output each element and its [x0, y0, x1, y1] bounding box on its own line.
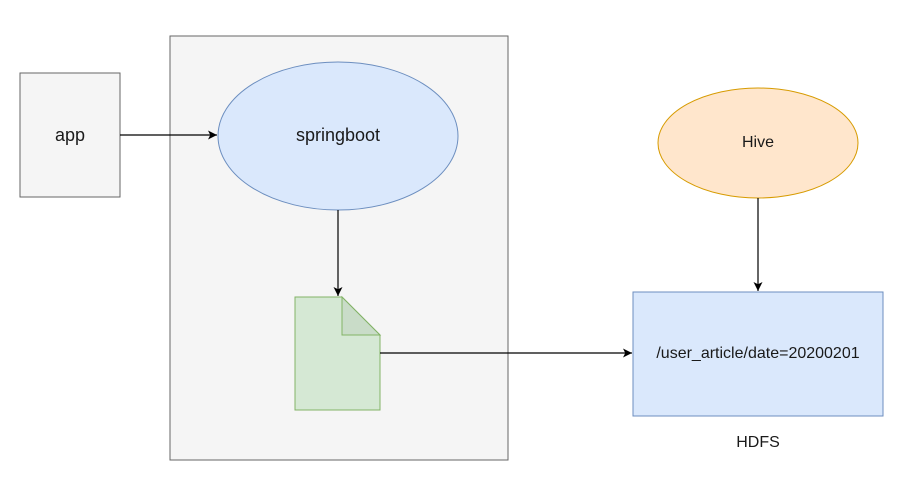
app-node: app: [19, 72, 121, 198]
app-box: [19, 72, 121, 198]
springboot-label: springboot: [296, 125, 380, 145]
hdfs-box: [632, 291, 884, 417]
hdfs-caption: HDFS: [736, 434, 780, 451]
file-fold: [341, 295, 382, 336]
springboot-node: springboot: [217, 61, 459, 211]
app-label: app: [55, 125, 85, 145]
hdfs-node: /user_article/date=20200201: [632, 291, 884, 417]
hive-node: Hive: [657, 87, 859, 199]
hdfs-path-label: /user_article/date=20200201: [656, 345, 859, 362]
log-file-icon: [294, 295, 382, 411]
hive-label: Hive: [742, 134, 774, 151]
